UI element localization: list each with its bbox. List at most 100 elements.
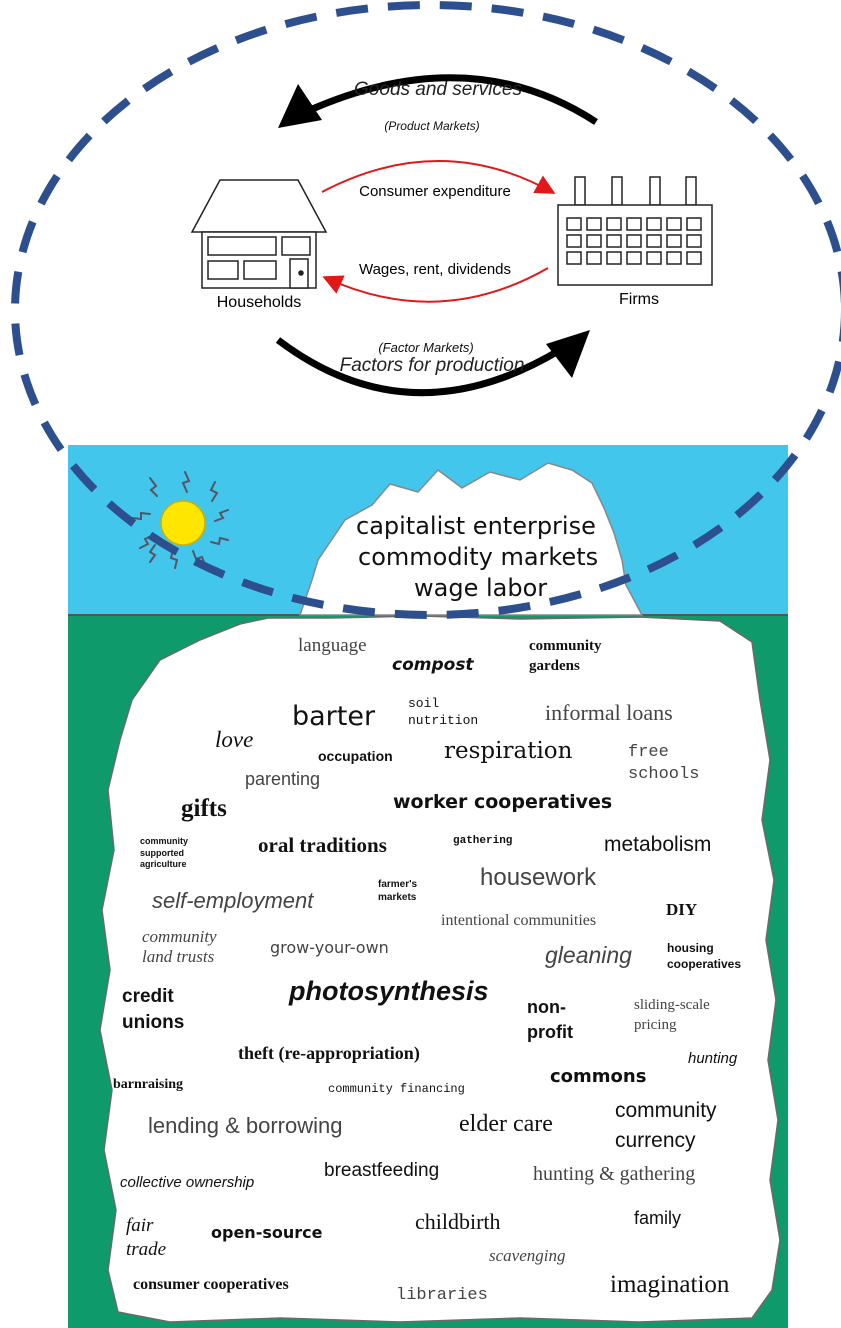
word-community-supported-agriculture: community supported agriculture bbox=[140, 836, 206, 871]
factors-label: Factors for production bbox=[340, 355, 525, 376]
word-consumer-cooperatives: consumer cooperatives bbox=[133, 1276, 289, 1293]
word-elder-care: elder care bbox=[459, 1111, 553, 1137]
word-community-gardens: community gardens bbox=[529, 637, 619, 676]
word-free-schools: free schools bbox=[628, 742, 718, 786]
factory-window bbox=[606, 251, 622, 265]
factory-window bbox=[626, 251, 642, 265]
word-non-profit-text: non-profit bbox=[527, 997, 573, 1043]
word-soil-nutrition: soil nutrition bbox=[408, 696, 494, 730]
wages-label: Wages, rent, dividends bbox=[359, 261, 511, 278]
word-non-profit: non-profit bbox=[527, 995, 577, 1045]
factory-window bbox=[626, 234, 642, 248]
word-gifts: gifts bbox=[181, 795, 227, 822]
factory-window bbox=[686, 251, 702, 265]
word-collective-ownership: collective ownership bbox=[120, 1174, 255, 1191]
iceberg-body bbox=[99, 615, 781, 1323]
factory-window bbox=[586, 234, 602, 248]
factors-arrow bbox=[275, 337, 562, 396]
factory-window bbox=[646, 251, 662, 265]
factory-window bbox=[666, 251, 682, 265]
factory-window bbox=[626, 217, 642, 231]
word-compost: compost bbox=[392, 655, 474, 675]
word-metabolism: metabolism bbox=[604, 833, 712, 856]
word-oral-traditions: oral traditions bbox=[258, 833, 387, 857]
goods-arrowhead bbox=[278, 84, 322, 128]
word-community-currency-text: community currency bbox=[615, 1099, 717, 1153]
firms-label: Firms bbox=[619, 291, 659, 308]
word-language: language bbox=[298, 635, 367, 656]
factor-markets-label: (Factor Markets) bbox=[378, 340, 473, 355]
word-gleaning: gleaning bbox=[545, 942, 632, 968]
word-lending-borrowing: lending & borrowing bbox=[148, 1113, 343, 1138]
factory-window bbox=[666, 234, 682, 248]
factory-window bbox=[586, 251, 602, 265]
word-parenting: parenting bbox=[245, 769, 321, 789]
word-grow-your-own: grow-your-own bbox=[270, 938, 389, 957]
goods-label: Goods and services bbox=[354, 79, 522, 100]
word-farmers-markets: farmer's markets bbox=[378, 878, 430, 904]
factory-window bbox=[646, 217, 662, 231]
factory-window bbox=[566, 251, 582, 265]
word-housework: housework bbox=[480, 864, 597, 891]
firms-windows bbox=[566, 217, 702, 265]
product-markets-label: (Product Markets) bbox=[384, 119, 479, 133]
word-theft: theft (re-appropriation) bbox=[238, 1043, 420, 1063]
firms-factory-icon bbox=[557, 176, 713, 286]
word-farmers-markets-text: farmer's markets bbox=[378, 879, 418, 903]
word-diy: DIY bbox=[666, 900, 698, 919]
word-csa-text: community supported agriculture bbox=[140, 836, 189, 870]
factory-window bbox=[606, 234, 622, 248]
word-sliding-scale-pricing: sliding-scale pricing bbox=[634, 996, 744, 1035]
word-community-gardens-text: community gardens bbox=[529, 638, 602, 674]
iceberg-tip bbox=[298, 462, 644, 616]
word-fair-trade: fair trade bbox=[126, 1214, 186, 1262]
above-water-line-2: commodity markets bbox=[358, 543, 599, 571]
word-credit-unions: credit unions bbox=[122, 984, 202, 1035]
word-barter: barter bbox=[292, 701, 376, 732]
factory-window bbox=[606, 217, 622, 231]
word-intentional-communities: intentional communities bbox=[441, 912, 597, 929]
word-self-employment: self-employment bbox=[152, 888, 314, 913]
word-informal-loans: informal loans bbox=[545, 700, 673, 725]
factory-window bbox=[686, 234, 702, 248]
word-respiration: respiration bbox=[444, 738, 573, 764]
goods-arrow bbox=[308, 74, 598, 125]
word-barnraising: barnraising bbox=[113, 1077, 184, 1092]
word-occupation: occupation bbox=[318, 748, 393, 764]
word-community-currency: community currency bbox=[615, 1096, 765, 1157]
word-community-land-trusts: community land trusts bbox=[142, 927, 250, 968]
consumer-expenditure-arrow bbox=[321, 160, 556, 194]
word-hunting: hunting bbox=[688, 1050, 738, 1067]
word-clt-text: community land trusts bbox=[142, 927, 217, 967]
factory-window bbox=[566, 217, 582, 231]
word-housing-cooperatives: housing cooperatives bbox=[667, 941, 761, 972]
word-childbirth: childbirth bbox=[415, 1209, 501, 1234]
above-water-line-1: capitalist enterprise bbox=[356, 512, 596, 540]
word-libraries: libraries bbox=[396, 1286, 488, 1305]
households-label: Households bbox=[217, 294, 302, 311]
word-gathering: gathering bbox=[453, 835, 513, 847]
wages-arrow bbox=[322, 267, 549, 303]
word-love: love bbox=[215, 727, 254, 752]
word-scavenging: scavenging bbox=[489, 1246, 566, 1265]
sun bbox=[160, 500, 206, 546]
factory-window bbox=[586, 217, 602, 231]
word-breastfeeding: breastfeeding bbox=[324, 1160, 440, 1181]
word-worker-cooperatives: worker cooperatives bbox=[393, 791, 613, 813]
word-fair-trade-text: fair trade bbox=[126, 1215, 167, 1260]
word-housing-coops-text: housing cooperatives bbox=[667, 941, 742, 971]
word-open-source: open-source bbox=[211, 1223, 323, 1242]
consumer-expenditure-label: Consumer expenditure bbox=[359, 183, 511, 200]
word-imagination: imagination bbox=[610, 1271, 730, 1298]
factors-arrowhead bbox=[546, 330, 590, 378]
word-sliding-scale-text: sliding-scale pricing bbox=[634, 997, 710, 1033]
word-free-schools-text: free schools bbox=[628, 743, 700, 785]
factory-window bbox=[566, 234, 582, 248]
word-credit-unions-text: credit unions bbox=[122, 986, 185, 1033]
factory-window bbox=[646, 234, 662, 248]
word-photosynthesis: photosynthesis bbox=[289, 976, 489, 1006]
factory-window bbox=[686, 217, 702, 231]
word-hunting-gathering: hunting & gathering bbox=[533, 1163, 696, 1185]
